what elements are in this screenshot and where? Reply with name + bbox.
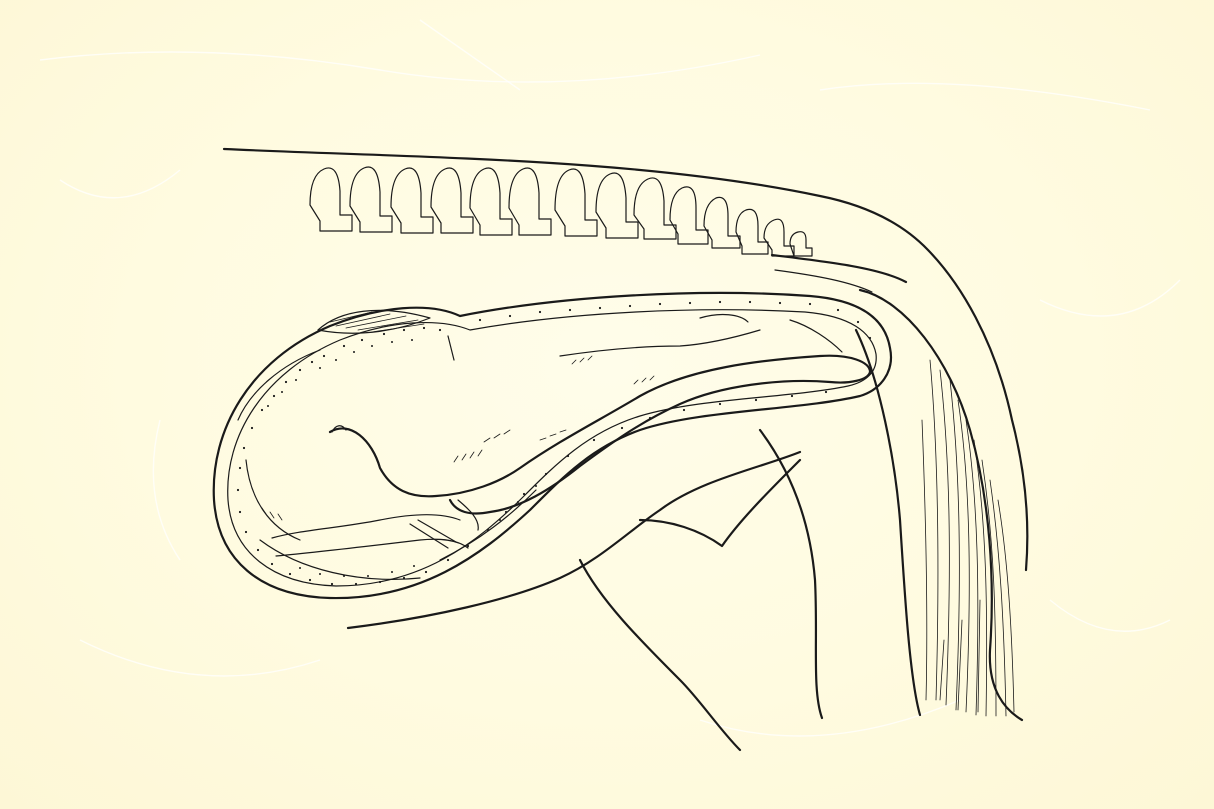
body-outline <box>348 330 920 750</box>
paper-texture <box>40 20 1180 736</box>
foal-figure <box>246 315 870 556</box>
tail-hair <box>860 290 1022 720</box>
